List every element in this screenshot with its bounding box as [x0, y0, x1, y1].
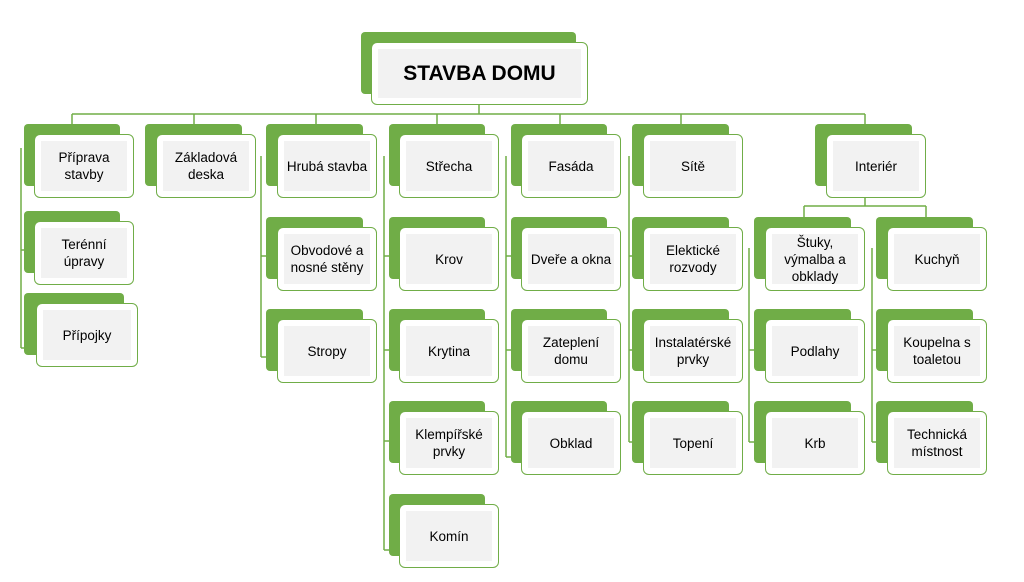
node-dvere-a-okna: Dveře a okna — [511, 217, 621, 291]
node-technicka-mistnost: Technická místnost — [876, 401, 987, 475]
node-fasada: Fasáda — [511, 124, 621, 198]
node-krytina: Krytina — [389, 309, 499, 383]
node-kuchyn: Kuchyň — [876, 217, 987, 291]
node-label: Obklad — [549, 435, 593, 451]
node-krb: Krb — [754, 401, 865, 475]
node-obklad: Obklad — [511, 401, 621, 475]
node-label: Fasáda — [548, 158, 594, 174]
node-label: Základová deska — [174, 150, 238, 182]
node-label: Terénní úpravy — [61, 237, 107, 269]
node-label: Klempířské prvky — [415, 427, 483, 459]
node-strecha: Střecha — [389, 124, 499, 198]
node-stropy: Stropy — [266, 309, 377, 383]
node-label: Dveře a okna — [530, 251, 612, 267]
root-label: STAVBA DOMU — [403, 61, 556, 85]
node-label: Topení — [672, 435, 714, 451]
node-label: Sítě — [680, 158, 705, 174]
node-stuky-vymalba-obklady: Štuky, výmalba a obklady — [754, 217, 865, 291]
node-label: Zateplení domu — [542, 335, 600, 367]
node-label: Elektické rozvody — [665, 243, 721, 275]
node-krov: Krov — [389, 217, 499, 291]
node-hruba-stavba: Hrubá stavba — [266, 124, 377, 198]
node-label: Krov — [435, 251, 463, 267]
root-node: STAVBA DOMU — [361, 32, 588, 105]
node-klempirske-prvky: Klempířské prvky — [389, 401, 499, 475]
node-pripojky: Přípojky — [24, 293, 138, 367]
node-obvodove-steny: Obvodové a nosné stěny — [266, 217, 377, 291]
node-label: Krb — [804, 435, 826, 451]
node-label: Koupelna s toaletou — [903, 335, 971, 367]
node-label: Komín — [429, 528, 469, 544]
node-label: Instalatérské prvky — [654, 335, 732, 367]
node-site: Sítě — [632, 124, 743, 198]
node-zatepleni-domu: Zateplení domu — [511, 309, 621, 383]
node-zakladova-deska: Základová deska — [145, 124, 256, 198]
node-label: Obvodové a nosné stěny — [290, 243, 364, 275]
node-interier: Interiér — [815, 124, 926, 198]
node-label: Štuky, výmalba a obklady — [784, 234, 846, 284]
node-label: Krytina — [427, 343, 471, 359]
node-terenni-upravy: Terénní úpravy — [24, 211, 134, 285]
node-label: Podlahy — [790, 343, 840, 359]
node-label: Střecha — [425, 158, 473, 174]
node-priprava-stavby: Příprava stavby — [24, 124, 134, 198]
node-topeni: Topení — [632, 401, 743, 475]
node-label: Kuchyň — [914, 251, 960, 267]
node-podlahy: Podlahy — [754, 309, 865, 383]
node-label: Přípojky — [62, 327, 112, 343]
node-instalaterske-prvky: Instalatérské prvky — [632, 309, 743, 383]
node-label: Hrubá stavba — [286, 158, 368, 174]
node-label: Technická místnost — [906, 427, 968, 459]
node-komin: Komín — [389, 494, 499, 568]
node-label: Stropy — [307, 343, 347, 359]
node-label: Příprava stavby — [58, 150, 110, 182]
node-koupelna-s-toaletou: Koupelna s toaletou — [876, 309, 987, 383]
node-elekticke-rozvody: Elektické rozvody — [632, 217, 743, 291]
node-label: Interiér — [854, 158, 898, 174]
